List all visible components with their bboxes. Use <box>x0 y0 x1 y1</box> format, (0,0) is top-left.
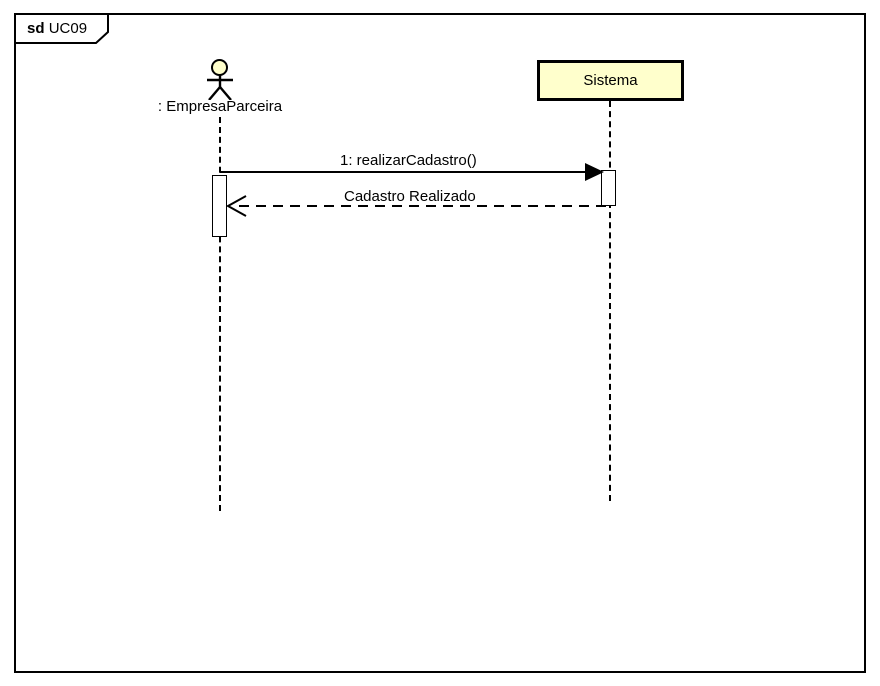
message-label-return: Cadastro Realizado <box>344 188 476 205</box>
actor-label: : EmpresaParceira <box>157 98 283 115</box>
activation-bar-sistema <box>601 170 616 206</box>
frame-name-label: sd UC09 <box>27 19 87 38</box>
lifeline-box-sistema-label: Sistema <box>583 72 638 89</box>
lifeline-actor <box>219 117 221 511</box>
frame-keyword: sd <box>27 20 45 37</box>
actor-body-icon <box>207 75 233 100</box>
activation-bar-actor <box>212 175 227 237</box>
frame-tab-shape-icon <box>14 13 109 44</box>
actor-head-icon <box>211 59 228 76</box>
frame-name-tab: sd UC09 <box>14 13 109 44</box>
lifeline-box-sistema[interactable]: Sistema <box>537 60 684 101</box>
frame-name: UC09 <box>48 20 88 37</box>
sequence-diagram-frame <box>14 13 866 673</box>
message-label-call: 1: realizarCadastro() <box>340 152 477 169</box>
lifeline-sistema <box>609 101 611 501</box>
